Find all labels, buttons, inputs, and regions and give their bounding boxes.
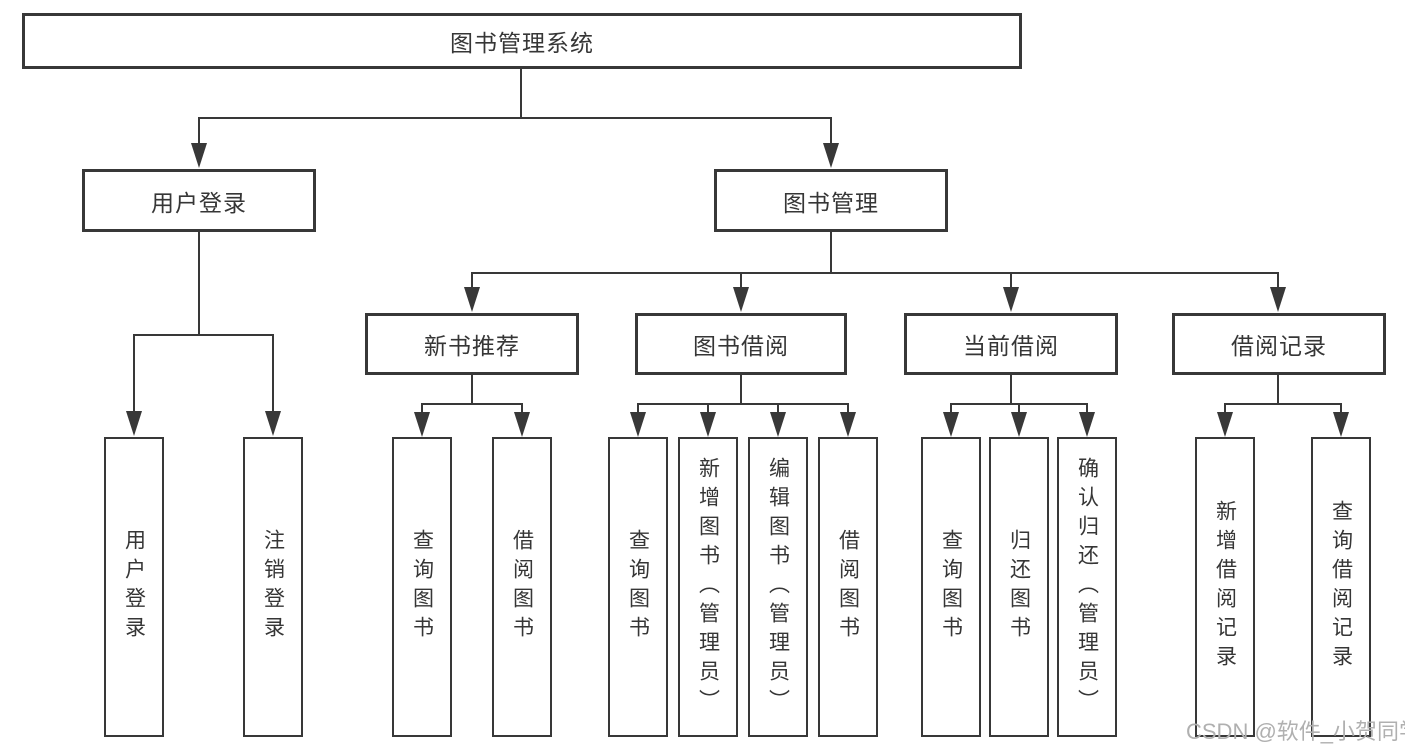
leaf-query-book-borrowing: 查询图书: [608, 437, 668, 737]
arrow-down-icon: [1217, 412, 1233, 437]
leaf-label: 查询图书: [410, 529, 434, 645]
arrow-down-icon: [630, 412, 646, 437]
connector-leaf-drop: [1340, 403, 1342, 414]
connector-book-borrow-split: [637, 403, 849, 405]
node-label: 新书推荐: [424, 333, 520, 359]
connector-leaf-drop: [777, 403, 779, 414]
leaf-label: 查询图书: [626, 529, 650, 645]
leaf-confirm-return-admin: 确认归还（管理员）: [1057, 437, 1117, 737]
connector-records-split: [1224, 403, 1342, 405]
leaf-query-book-current: 查询图书: [921, 437, 981, 737]
connector-root-split: [198, 117, 832, 119]
node-book-management: 图书管理: [714, 169, 948, 232]
arrow-down-icon: [1270, 287, 1286, 312]
leaf-label: 查询图书: [939, 529, 963, 645]
arrow-down-icon: [1333, 412, 1349, 437]
connector-root-drop-left: [198, 117, 200, 145]
leaf-query-borrow-record: 查询借阅记录: [1311, 437, 1371, 737]
connector-new-book-stub: [471, 375, 473, 405]
leaf-label: 用户登录: [122, 529, 146, 645]
connector-leaf-drop: [637, 403, 639, 414]
connector-current-borrow-stub: [1010, 375, 1012, 405]
node-label: 图书管理系统: [450, 30, 594, 56]
connector-root-drop-right: [830, 117, 832, 145]
connector-user-login-stub: [198, 232, 200, 335]
leaf-borrow-book: 借阅图书: [818, 437, 878, 737]
arrow-down-icon: [840, 412, 856, 437]
connector-leaf-drop: [521, 403, 523, 414]
node-label: 图书借阅: [693, 333, 789, 359]
node-current-borrowing: 当前借阅: [904, 313, 1118, 375]
connector-records-stub: [1277, 375, 1279, 405]
leaf-label: 注销登录: [261, 529, 285, 645]
node-label: 图书管理: [783, 189, 879, 216]
node-new-book-recommend: 新书推荐: [365, 313, 579, 375]
node-library-system: 图书管理系统: [22, 13, 1022, 69]
connector-level2-drop: [1277, 272, 1279, 289]
connector-leaf-drop: [1018, 403, 1020, 414]
arrow-down-icon: [414, 412, 430, 437]
leaf-label: 新增图书（管理员）: [696, 456, 720, 718]
connector-leaf-drop: [950, 403, 952, 414]
connector-leaf-drop: [1224, 403, 1226, 414]
connector-user-login-drop-left: [133, 334, 135, 412]
leaf-user-login: 用户登录: [104, 437, 164, 737]
leaf-label: 编辑图书（管理员）: [766, 456, 790, 718]
leaf-edit-book-admin: 编辑图书（管理员）: [748, 437, 808, 737]
connector-level2-drop: [471, 272, 473, 289]
connector-leaf-drop: [847, 403, 849, 414]
arrow-down-icon: [514, 412, 530, 437]
node-label: 当前借阅: [963, 333, 1059, 359]
arrow-down-icon: [823, 143, 839, 168]
arrow-down-icon: [1079, 412, 1095, 437]
connector-book-mgmt-split: [471, 272, 1279, 274]
leaf-label: 借阅图书: [510, 529, 534, 645]
leaf-label: 查询借阅记录: [1329, 500, 1353, 674]
connector-leaf-drop: [707, 403, 709, 414]
connector-level2-drop: [1010, 272, 1012, 289]
leaf-add-borrow-record: 新增借阅记录: [1195, 437, 1255, 737]
arrow-down-icon: [770, 412, 786, 437]
node-book-borrowing: 图书借阅: [635, 313, 847, 375]
node-label: 用户登录: [151, 189, 247, 216]
leaf-label: 归还图书: [1007, 529, 1031, 645]
connector-root-stub: [520, 69, 522, 118]
leaf-label: 借阅图书: [836, 529, 860, 645]
arrow-down-icon: [464, 287, 480, 312]
arrow-down-icon: [1011, 412, 1027, 437]
csdn-watermark: CSDN @软件_小贺同学: [1186, 719, 1405, 744]
connector-user-login-split: [133, 334, 274, 336]
leaf-label: 新增借阅记录: [1213, 500, 1237, 674]
leaf-add-book-admin: 新增图书（管理员）: [678, 437, 738, 737]
arrow-down-icon: [700, 412, 716, 437]
connector-user-login-drop-right: [272, 334, 274, 412]
arrow-down-icon: [733, 287, 749, 312]
leaf-query-book-recommend: 查询图书: [392, 437, 452, 737]
arrow-down-icon: [191, 143, 207, 168]
arrow-down-icon: [943, 412, 959, 437]
node-user-login: 用户登录: [82, 169, 316, 232]
leaf-label: 确认归还（管理员）: [1075, 456, 1099, 718]
connector-new-book-split: [421, 403, 523, 405]
connector-book-borrow-stub: [740, 375, 742, 405]
connector-level2-drop: [740, 272, 742, 289]
node-borrowing-records: 借阅记录: [1172, 313, 1386, 375]
leaf-borrow-book-recommend: 借阅图书: [492, 437, 552, 737]
arrow-down-icon: [265, 411, 281, 436]
connector-leaf-drop: [421, 403, 423, 414]
connector-leaf-drop: [1086, 403, 1088, 414]
leaf-return-book: 归还图书: [989, 437, 1049, 737]
node-label: 借阅记录: [1231, 333, 1327, 359]
arrow-down-icon: [126, 411, 142, 436]
connector-book-mgmt-stub: [830, 232, 832, 274]
leaf-logout: 注销登录: [243, 437, 303, 737]
arrow-down-icon: [1003, 287, 1019, 312]
